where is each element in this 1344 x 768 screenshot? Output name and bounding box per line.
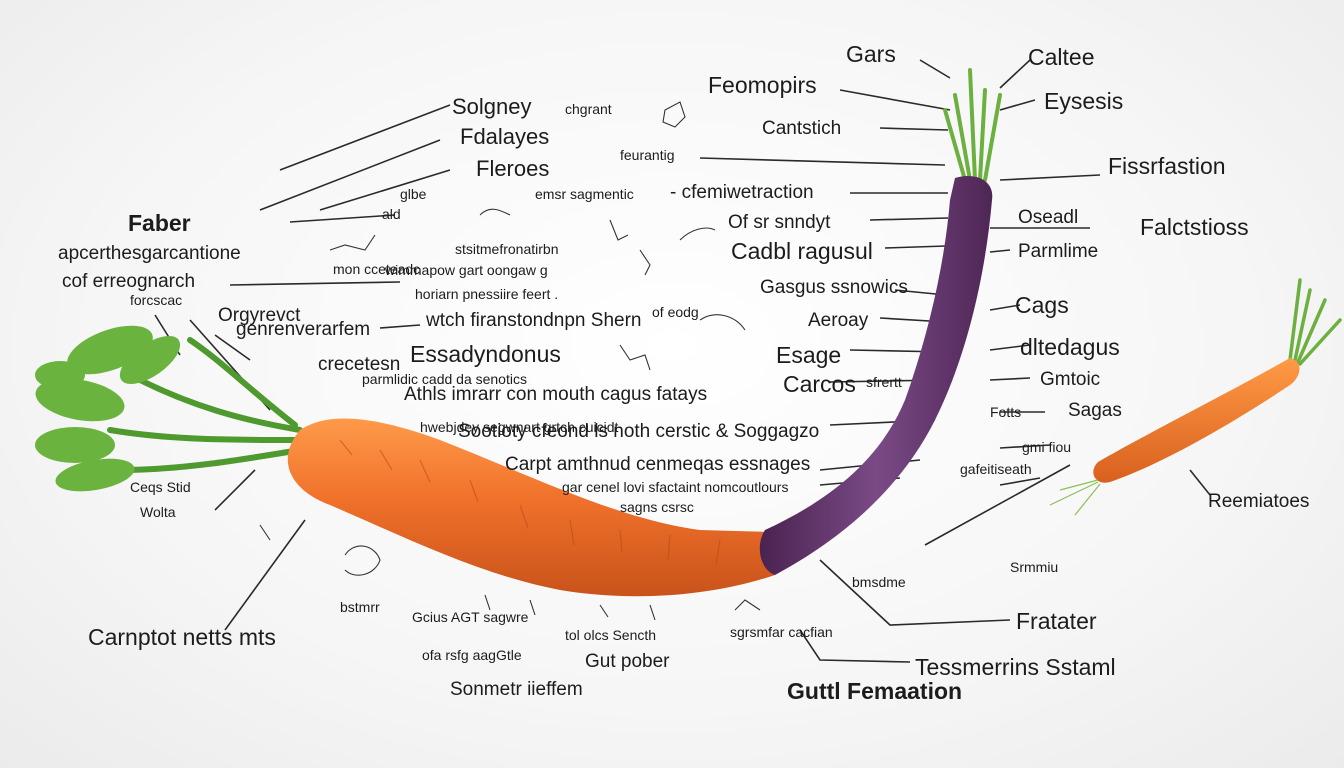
label-wimmapow: wimmapow gart oongaw g [385,262,548,278]
label-esage: Esage [776,342,842,368]
label-caltee: Caltee [1028,44,1095,70]
label-eysesis: Eysesis [1044,88,1124,114]
label-sgrsmfar: sgrsmfar cacfian [730,624,833,640]
label-cantstich: Cantstich [762,118,842,139]
label-horiarn: horiarn pnessiire feert . [415,286,559,302]
label-sagns-csrsc: sagns csrsc [620,499,694,515]
label-forcscac: forcscac [130,292,183,308]
label-apcerthe: apcerthesgarcantione [58,243,241,264]
label-gar-cenel: gar cenel lovi sfactaint nomcoutlours [562,479,789,495]
label-sonmetr: Sonmetr iieffem [450,679,583,700]
label-solgney: Solgney [452,94,532,119]
label-ofa-rsfg: ofa rsfg aagGtle [422,647,522,663]
label-guttl-femaation: Guttl Femaation [787,678,963,704]
label-cof-erreognarch: cof erreognarch [62,271,196,292]
label-chgrant: chgrant [565,101,612,117]
label-of-eodg: of eodg [652,304,699,320]
label-gafeitiseath: gafeitiseath [960,461,1032,477]
label-cags: Cags [1015,292,1069,318]
label-fratater: Fratater [1016,608,1097,634]
label-athls-imrarr: Athls imrarr con mouth cagus fatays [404,384,708,405]
label-carpt-netts: Carnptot netts mts [88,624,276,650]
label-faber: Faber [128,210,191,236]
label-gasgus: Gasgus ssnowics [760,277,908,298]
sketch-doodles [259,101,761,621]
label-reemiatoes: Reemiatoes [1208,491,1310,512]
label-hwebjdey: hwebjdey segwnart grtch cuicidt [420,419,619,435]
orange-carrot [35,325,775,597]
label-oseadl: Oseadl [1018,207,1079,228]
label-essadyndonus: Essadyndonus [410,341,561,367]
label-gmtoic: Gmtoic [1040,369,1101,390]
label-sootioty: Sootioty cfeond ls noth cerstic & Soggag… [458,421,820,442]
label-carcos: Carcos [783,371,856,397]
label-ald: ald [382,206,401,222]
small-carrot [1049,278,1342,516]
label-gars: Gars [846,41,896,67]
label-gmi-fiou: gmi fiou [1022,439,1072,455]
label-bmsdme: bmsdme [852,574,906,590]
label-feurantig: feurantig [620,147,675,163]
label-fissrfastion: Fissrfastion [1108,153,1226,179]
label-crecetesn: crecetesn [318,354,401,375]
label-tessmerrins: Tessmerrins Sstaml [915,654,1116,680]
label-feomopirs: Feomopirs [708,72,817,98]
label-carcos-sfrertt: sfrertt [866,374,902,390]
label-tol-olcs: tol olcs Sencth [565,627,657,643]
purple-carrot [759,68,1002,576]
label-wtch: wtch firanstondnpn Shern [426,310,642,331]
label-bstmrr: bstmrr [340,599,380,615]
label-stsitmefronatirbn: stsitmefronatirbn [455,241,559,257]
label-aeroay: Aeroay [808,310,869,331]
label-wolta: Wolta [140,504,176,520]
label-srmmiu: Srmmiu [1010,559,1059,575]
label-cadbl-ragusul: Cadbl ragusul [731,238,873,264]
label-glbe: glbe [400,186,427,202]
label-cfemiwetraction: - cfemiwetraction [670,182,814,203]
label-parmlidic: parmlidic cadd da senotics [362,371,527,387]
label-parmlime: Parmlime [1018,241,1099,262]
label-sagas: Sagas [1068,400,1122,421]
label-emsr: emsr sagmentic [535,186,634,202]
label-gut-pober: Gut pober [585,651,670,672]
label-carpt-amthnud: Carpt amthnud cenmeqas essnages [505,454,811,475]
label-mon-cceteadc: mon cceteadc [333,261,421,277]
label-of-snndyt: Of sr snndyt [728,212,831,233]
label-fotts: Fotts [990,404,1022,420]
label-falctstioss: Falctstioss [1140,214,1249,240]
label-gcius: Gcius AGT sagwre [412,609,529,625]
label-orgyrevct: Orgyrevct [218,305,301,326]
label-genrenverarfem: genrenverarfem [236,319,371,340]
label-fdalayes: Fdalayes [460,124,550,149]
label-fleroes: Fleroes [476,156,550,181]
label-dltedagus: dltedagus [1020,334,1120,360]
label-ceqs: Ceqs Stid [130,479,191,495]
